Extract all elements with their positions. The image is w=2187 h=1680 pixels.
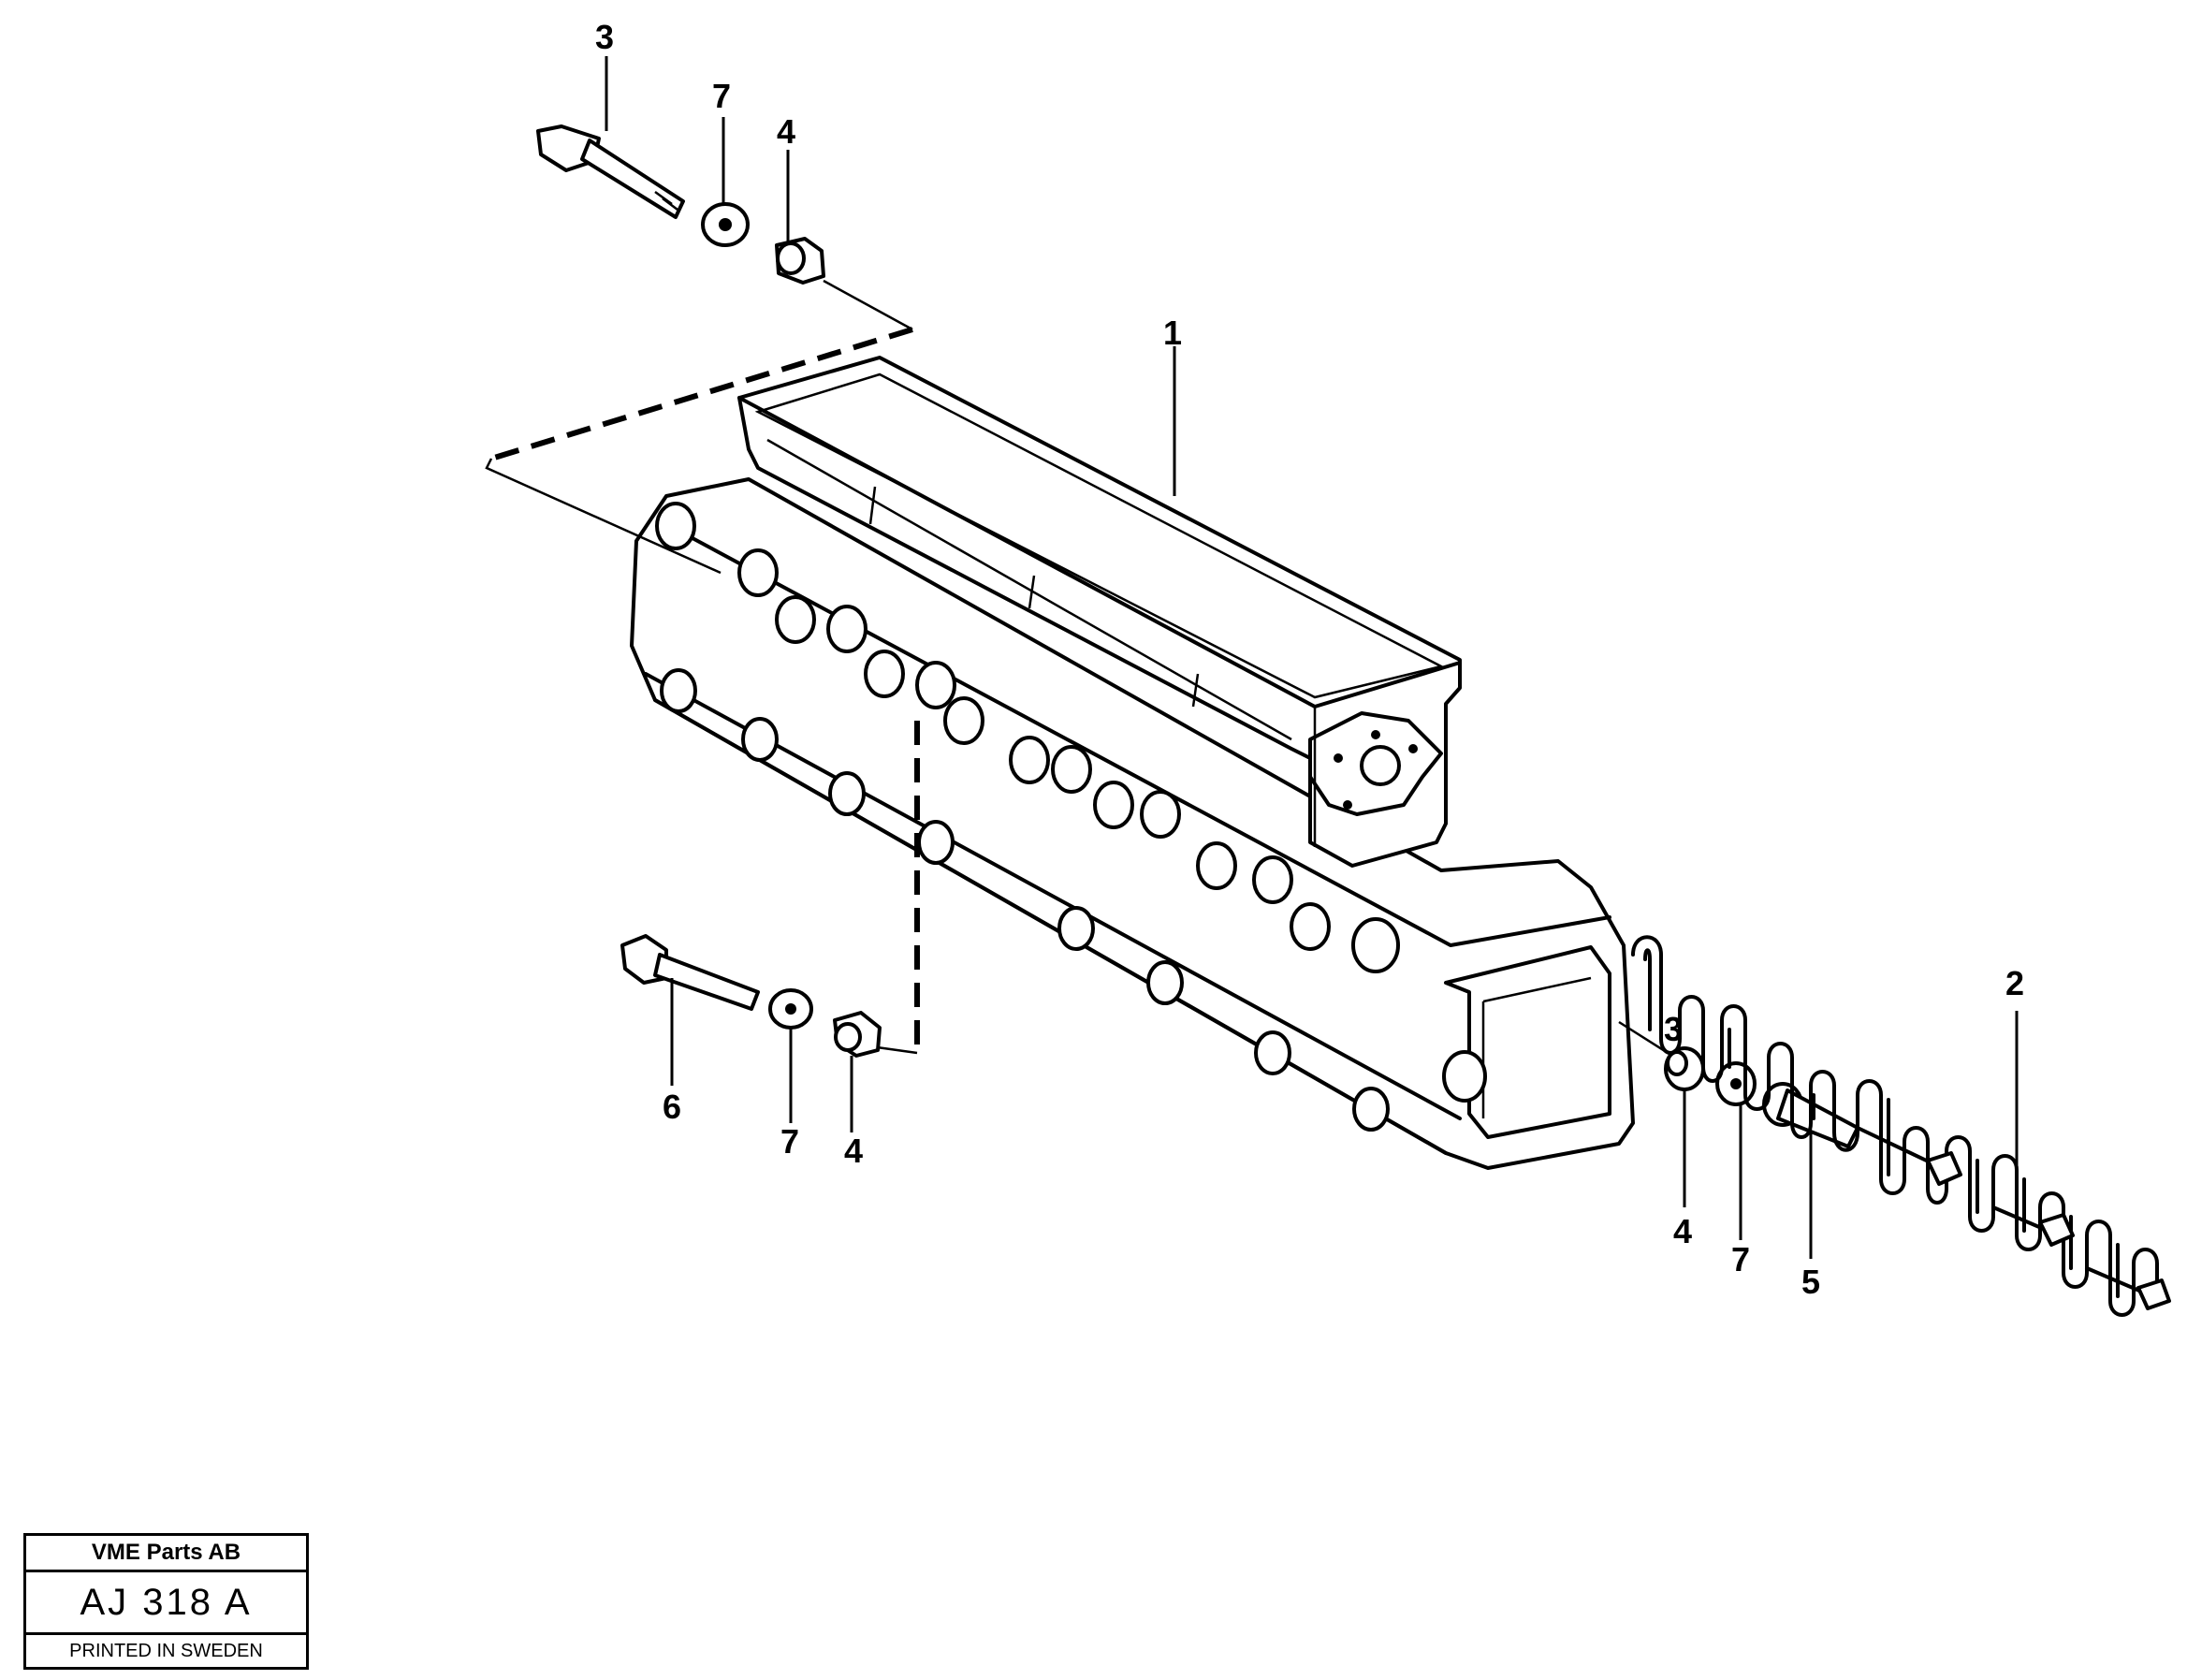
spacer-top — [775, 237, 825, 285]
callout-5: 5 — [1801, 1263, 1820, 1301]
callout-4-top: 4 — [777, 112, 795, 151]
callout-3-right: 3 — [1664, 1010, 1683, 1048]
callout-4-left: 4 — [844, 1132, 863, 1170]
title-block: VME Parts AB AJ 318 A PRINTED IN SWEDEN — [23, 1533, 309, 1670]
bolt-top — [536, 124, 685, 219]
manifold-body — [630, 356, 1635, 1170]
assembly-lines — [485, 279, 1676, 1059]
callout-labels: 1 2 3 3 4 4 4 5 6 7 7 7 — [595, 18, 2024, 1301]
heating-coil — [1631, 935, 2171, 1317]
company-name: VME Parts AB — [26, 1536, 306, 1572]
bolt-lower-left — [620, 934, 760, 1011]
callout-7-right: 7 — [1731, 1240, 1750, 1278]
callout-4-right: 4 — [1673, 1212, 1692, 1250]
callout-1: 1 — [1163, 314, 1182, 352]
printed-note: PRINTED IN SWEDEN — [69, 1641, 263, 1661]
spacer-lower-left — [833, 1011, 882, 1058]
callout-6: 6 — [663, 1088, 681, 1126]
callout-7-left: 7 — [780, 1122, 799, 1161]
upper-bolt-bosses — [655, 502, 1487, 1103]
callout-7-top: 7 — [712, 77, 731, 115]
leader-lines — [605, 56, 2019, 1259]
callout-2: 2 — [2005, 964, 2024, 1002]
callout-3-top: 3 — [595, 18, 614, 56]
drawing-code: AJ 318 A — [26, 1572, 306, 1635]
